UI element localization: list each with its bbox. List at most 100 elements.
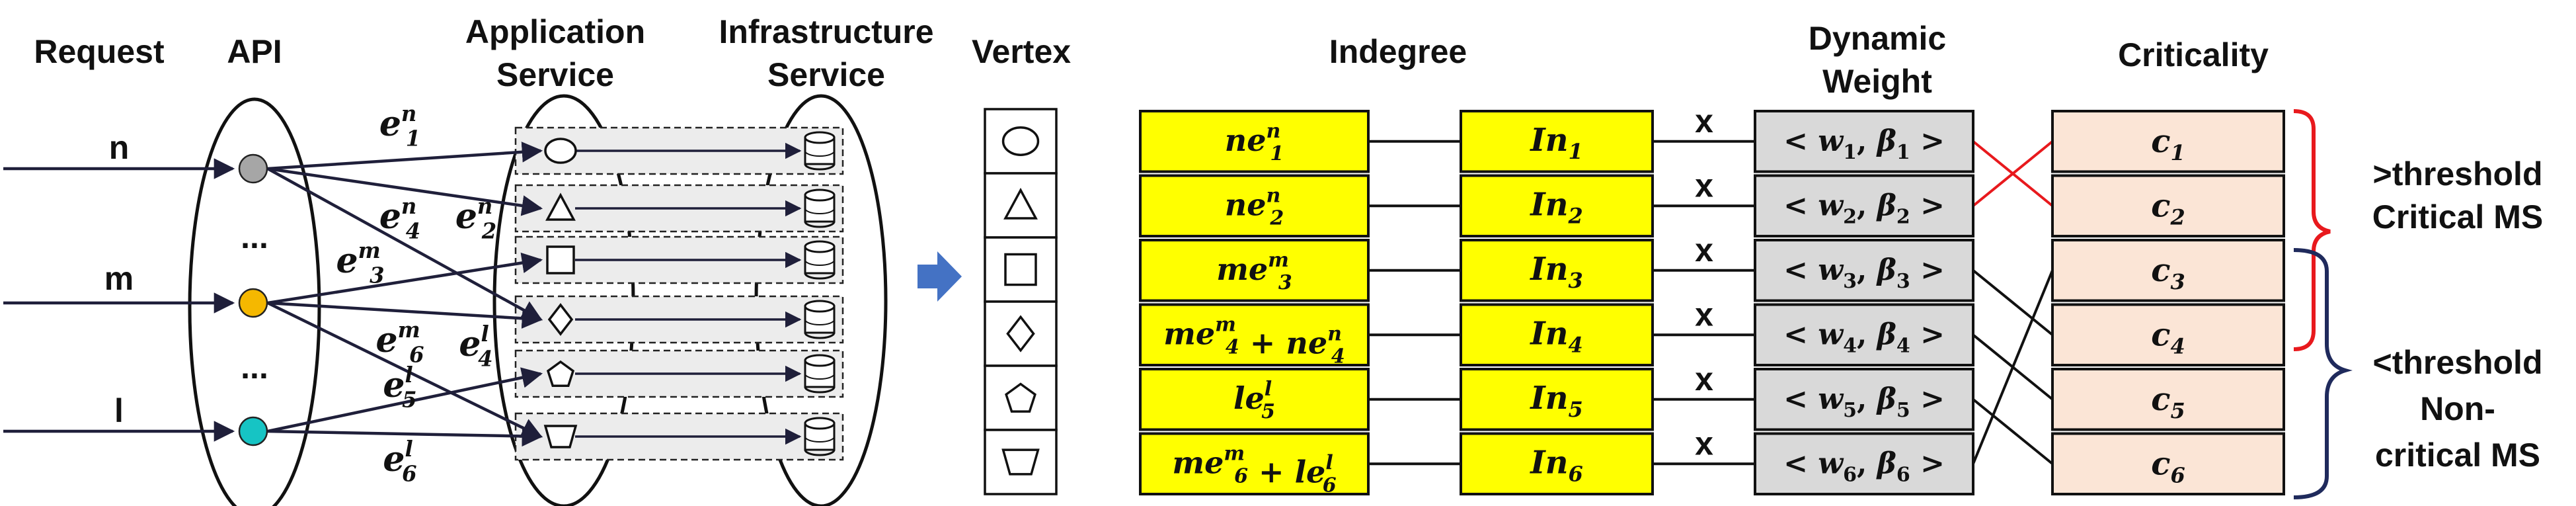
db-mid <box>804 208 835 214</box>
in-label-5: In5 <box>1529 380 1583 422</box>
text-span: l <box>405 362 413 388</box>
text-span: w <box>1818 253 1844 287</box>
text-span: 5 <box>2170 398 2185 423</box>
text-span: le <box>1295 454 1326 489</box>
critical-brace <box>2293 109 2331 351</box>
header-criticality: Criticality <box>2118 36 2269 73</box>
text-span: 5 <box>1896 399 1910 422</box>
criticality-label-1: c1 <box>2151 123 2185 165</box>
text-span: 4 <box>478 347 492 372</box>
indegree-cell-1 <box>1139 110 1370 173</box>
in-cell-3 <box>1460 239 1654 302</box>
text-span: < <box>1783 317 1818 351</box>
header-infrastructure-service-2: Service <box>767 56 885 93</box>
header-dynamic-weight-1: Dynamic <box>1809 20 1946 57</box>
text-span: 3 <box>370 263 384 288</box>
text-span: 5 <box>1843 399 1857 422</box>
text-span: n <box>401 101 416 126</box>
text-span: 6 <box>1323 474 1337 497</box>
vertex-triangle-icon <box>1003 187 1038 220</box>
critical-threshold-label: >threshold <box>2373 155 2543 192</box>
text-span: m <box>1268 249 1289 272</box>
criticality-cell-3 <box>2051 239 2285 302</box>
weight-label-3: < w3, β3 > <box>1783 253 1945 293</box>
critical-ms-label: Critical MS <box>2372 198 2543 235</box>
criticality-label-4: c4 <box>2151 316 2185 358</box>
edge-arrow-7 <box>267 367 543 433</box>
text-span: l <box>481 321 489 347</box>
text-span: 5 <box>1569 397 1583 422</box>
api-node-n <box>238 153 268 184</box>
criticality-label-6: c6 <box>2151 445 2185 487</box>
edge-arrow-6 <box>267 301 543 439</box>
text-span: c <box>2151 252 2170 289</box>
text-span: e <box>379 196 401 237</box>
text-span: 4 <box>1331 345 1345 368</box>
text-span: e <box>379 104 401 144</box>
text-span: , <box>1857 382 1877 416</box>
in-label-6: In6 <box>1529 444 1583 486</box>
text-span: w <box>1818 124 1844 158</box>
header-request: Request <box>34 33 165 70</box>
app-square-icon <box>546 245 575 274</box>
text-span: m <box>358 238 381 263</box>
text-span: < <box>1783 124 1818 158</box>
criticality-link-3 <box>1972 269 2054 336</box>
text-span: me <box>1172 444 1224 480</box>
text-span: 1 <box>1569 139 1583 164</box>
db-top <box>804 354 836 367</box>
text-span: , <box>1857 189 1877 222</box>
header-application-service-1: Application <box>465 13 645 50</box>
text-span: 4 <box>2170 333 2185 358</box>
weight-cell-6 <box>1754 432 1974 495</box>
db-top <box>804 417 836 430</box>
text-span: m <box>1224 442 1245 465</box>
database-icon <box>804 417 836 456</box>
text-span: 6 <box>1569 461 1583 486</box>
request-m-label: m <box>104 260 134 297</box>
text-span: 1 <box>2170 140 2185 165</box>
text-span: < <box>1783 253 1818 287</box>
text-span: w <box>1818 189 1844 222</box>
db-top <box>804 131 836 144</box>
text-span: e <box>383 365 405 405</box>
header-api: API <box>227 33 282 70</box>
text-span: w <box>1818 317 1844 351</box>
db-top <box>804 189 836 202</box>
in-cell-2 <box>1460 174 1654 237</box>
text-span: le <box>1233 380 1265 416</box>
vertex-circle-icon <box>1001 126 1040 156</box>
text-span: c <box>2151 187 2170 224</box>
criticality-cell-1 <box>2051 110 2285 173</box>
header-infrastructure-service-1: Infrastructure <box>719 13 933 50</box>
noncritical-brace <box>2293 248 2353 499</box>
text-span: β <box>1876 446 1896 480</box>
in-label-4: In4 <box>1529 315 1583 357</box>
edge-arrow-2 <box>267 167 543 216</box>
text-span: c <box>2151 381 2170 418</box>
text-span: < <box>1783 189 1818 222</box>
header-application-service-2: Service <box>496 56 614 93</box>
header-indegree: Indegree <box>1329 33 1467 70</box>
vertex-square-icon <box>1004 253 1037 286</box>
text-span: c <box>2151 445 2170 482</box>
weight-cell-2 <box>1754 174 1974 237</box>
text-span: n <box>1267 184 1281 207</box>
weight-label-6: < w6, β6 > <box>1783 446 1945 486</box>
text-span: > <box>1910 253 1945 287</box>
text-span: 5 <box>402 388 416 413</box>
in-cell-4 <box>1460 303 1654 366</box>
db-bottom <box>804 163 836 171</box>
text-span: 3 <box>2170 269 2185 294</box>
text-span: 3 <box>1569 268 1583 293</box>
weight-label-4: < w4, β4 > <box>1783 317 1945 357</box>
db-mid <box>804 436 835 443</box>
text-span: , <box>1857 253 1877 287</box>
database-icon <box>804 240 836 280</box>
database-icon <box>804 131 836 171</box>
vertex-trapezoid-icon <box>1001 448 1040 476</box>
